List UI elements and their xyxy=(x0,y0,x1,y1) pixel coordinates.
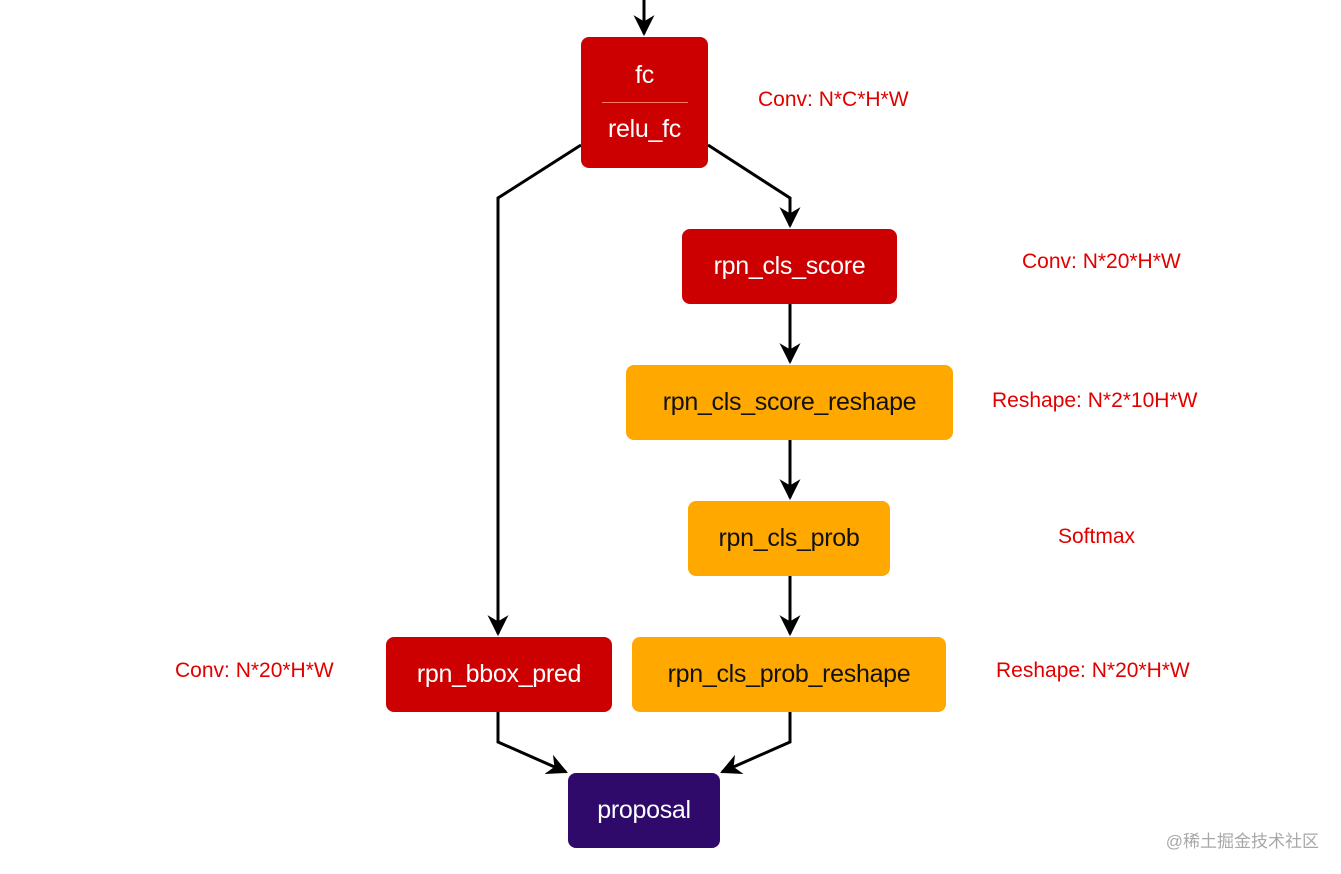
watermark: @稀土掘金技术社区 xyxy=(1165,832,1319,851)
node-fc-label: fc xyxy=(635,61,654,89)
annotation-rpn-cls-prob: Softmax xyxy=(1058,525,1136,548)
annotation-fc: Conv: N*C*H*W xyxy=(758,88,909,111)
edge-fc-to-rpn-bbox-pred xyxy=(487,143,582,637)
node-label: rpn_cls_prob_reshape xyxy=(667,660,911,688)
annotation-rpn-bbox-pred: Conv: N*20*H*W xyxy=(175,659,334,682)
node-rpn-cls-prob-reshape[interactable]: rpn_cls_prob_reshape xyxy=(632,637,946,712)
node-rpn-cls-score[interactable]: rpn_cls_score xyxy=(682,229,897,304)
annotation-rpn-cls-score-reshape: Reshape: N*2*10H*W xyxy=(992,389,1198,412)
node-label: rpn_cls_prob xyxy=(718,524,860,552)
node-fc-divider xyxy=(601,102,688,103)
node-rpn-cls-prob[interactable]: rpn_cls_prob xyxy=(688,501,890,576)
annotation-rpn-cls-prob-reshape: Reshape: N*20*H*W xyxy=(996,659,1190,682)
node-rpn-cls-score-reshape[interactable]: rpn_cls_score_reshape xyxy=(626,365,953,440)
edge-fc-to-rpn-cls-score xyxy=(707,143,801,229)
node-fc[interactable]: fc relu_fc xyxy=(581,37,708,168)
node-relu-fc-label: relu_fc xyxy=(608,115,681,143)
node-rpn-bbox-pred[interactable]: rpn_bbox_pred xyxy=(386,637,612,712)
node-proposal[interactable]: proposal xyxy=(568,773,720,848)
node-label: rpn_cls_score_reshape xyxy=(662,388,917,416)
node-label: rpn_cls_score xyxy=(713,252,866,280)
edge-bbox-pred-to-proposal xyxy=(496,712,568,774)
edge-prob-reshape-to-proposal xyxy=(720,712,792,774)
annotation-rpn-cls-score: Conv: N*20*H*W xyxy=(1022,250,1181,273)
node-label: proposal xyxy=(597,796,691,824)
node-label: rpn_bbox_pred xyxy=(416,660,582,688)
